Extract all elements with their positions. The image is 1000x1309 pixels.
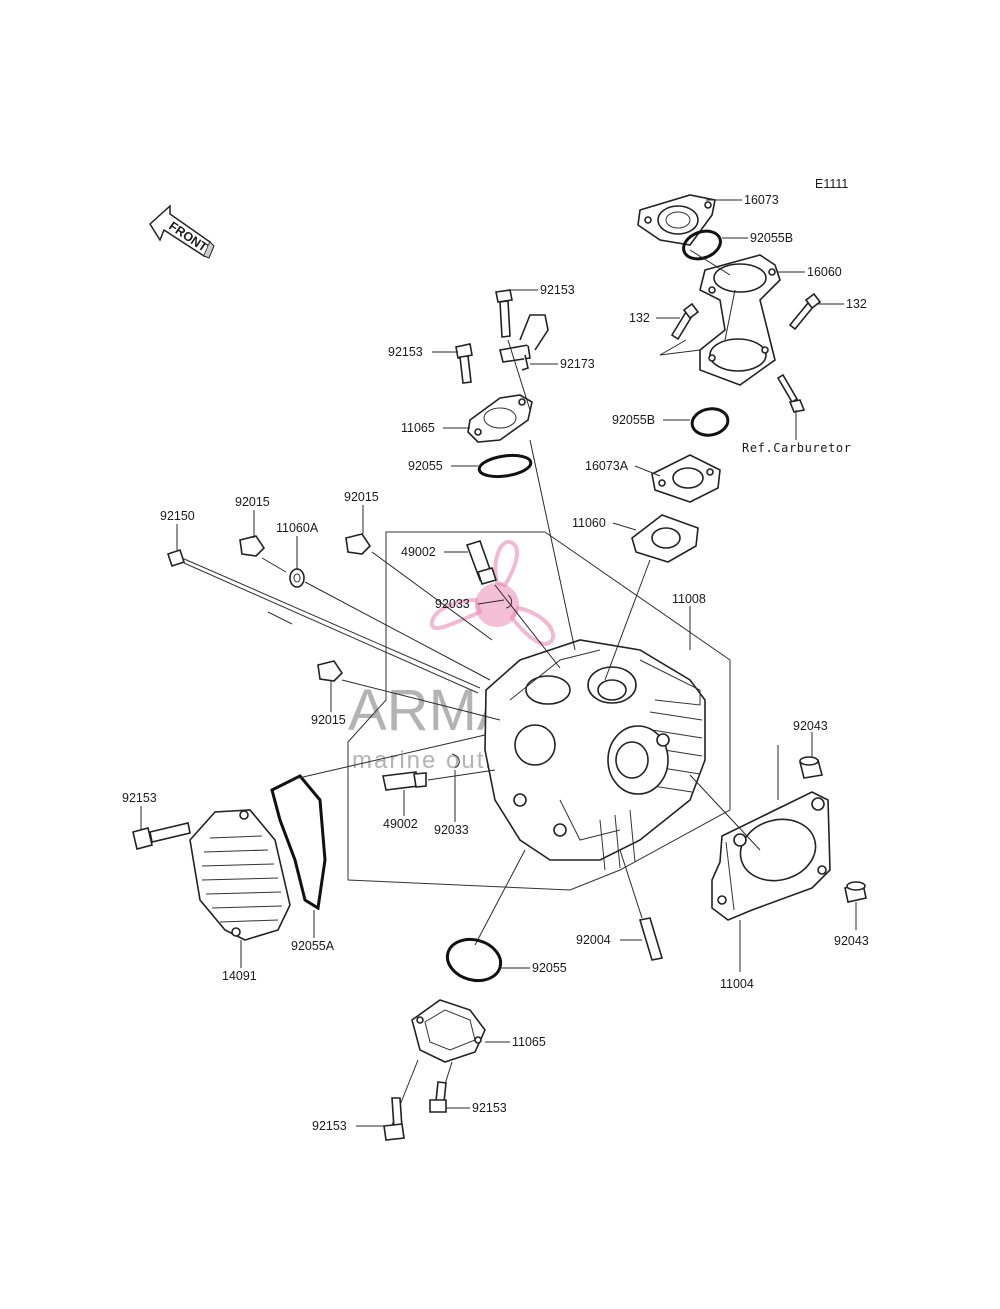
bolt-132-right — [788, 292, 822, 331]
front-arrow-icon: FRONT — [149, 204, 215, 259]
watermark-propeller-logo — [429, 539, 556, 646]
part-label: 92055 — [408, 459, 443, 473]
valve-cover-11065-lower — [411, 999, 486, 1063]
part-label: 11060 — [572, 516, 606, 530]
part-label: 132 — [629, 311, 650, 325]
o-ring-92055b-lower — [690, 407, 730, 437]
part-label: 92043 — [793, 719, 828, 733]
part-label: 92055B — [750, 231, 793, 245]
top-cover-group — [455, 289, 576, 651]
left-fasteners — [166, 533, 501, 721]
part-label: 16073 — [744, 193, 779, 207]
diagram-code: E1111 — [815, 177, 848, 191]
part-label: 132 — [846, 297, 867, 311]
gasket-92055a — [270, 774, 327, 911]
part-label: 92015 — [311, 713, 346, 727]
part-label: 49002 — [401, 545, 436, 559]
part-label: 92153 — [388, 345, 423, 359]
nut-92015-left — [239, 535, 266, 557]
bolt-92153-lower-right — [429, 1081, 447, 1113]
bolt-ref-carburetor — [776, 373, 806, 413]
part-label: 92153 — [312, 1119, 347, 1133]
bolt-132-left — [670, 302, 700, 341]
lower-cover-group — [383, 849, 526, 1141]
dowel-92043-lower — [844, 881, 867, 903]
part-label: 11060A — [276, 521, 319, 535]
part-label: 16060 — [807, 265, 842, 279]
part-label: 92055 — [532, 961, 567, 975]
nut-92015-lower — [317, 660, 344, 682]
side-cover-14091 — [189, 809, 291, 941]
part-label: 49002 — [383, 817, 418, 831]
nut-92015-center — [345, 533, 372, 555]
part-label: 16073A — [585, 459, 629, 473]
bolt-92153-top — [495, 289, 513, 338]
plug-49002-lower — [382, 771, 427, 791]
o-ring-92055-top — [477, 453, 533, 479]
part-label: 92015 — [235, 495, 270, 509]
dowel-92043-top — [799, 756, 823, 779]
cylinder-head-frame — [347, 531, 731, 891]
part-label: 92015 — [344, 490, 379, 504]
part-label: 14091 — [222, 969, 257, 983]
ref-carburetor-note: Ref.Carburetor — [742, 441, 852, 455]
bolt-92153-lower-left — [383, 1097, 405, 1141]
part-label: 11065 — [512, 1035, 546, 1049]
intake-manifold-group — [604, 194, 822, 681]
valve-cover-11065-top — [467, 394, 533, 443]
part-label: 11065 — [401, 421, 435, 435]
part-label: 92043 — [834, 934, 869, 948]
clip-92033-lower — [451, 753, 460, 769]
clip-92033-top — [505, 594, 513, 609]
bolt-92153-side — [132, 822, 191, 850]
part-label: 11008 — [672, 592, 706, 606]
o-ring-92055b-top — [682, 229, 722, 261]
bracket-92173 — [499, 314, 549, 371]
bolt-92150 — [166, 548, 481, 694]
stud-92004 — [619, 849, 664, 961]
part-label: 11004 — [720, 977, 754, 991]
part-label: 92173 — [560, 357, 595, 371]
part-label: 92055B — [612, 413, 655, 427]
washer-11060a — [289, 568, 305, 588]
cylinder-head — [484, 639, 706, 871]
o-ring-92055-lower — [445, 937, 503, 983]
part-label: 92153 — [472, 1101, 507, 1115]
part-label: 92004 — [576, 933, 611, 947]
part-label: 92033 — [435, 597, 470, 611]
part-label: 92153 — [540, 283, 575, 297]
part-label: 92153 — [122, 791, 157, 805]
part-label: 92150 — [160, 509, 195, 523]
part-label: 92055A — [291, 939, 335, 953]
plug-49002-top — [465, 540, 498, 585]
part-label: 92033 — [434, 823, 469, 837]
bolt-92153-mid — [455, 343, 473, 384]
part-labels: 16073 92055B 16060 132 132 92055B 16073A… — [122, 193, 869, 1133]
